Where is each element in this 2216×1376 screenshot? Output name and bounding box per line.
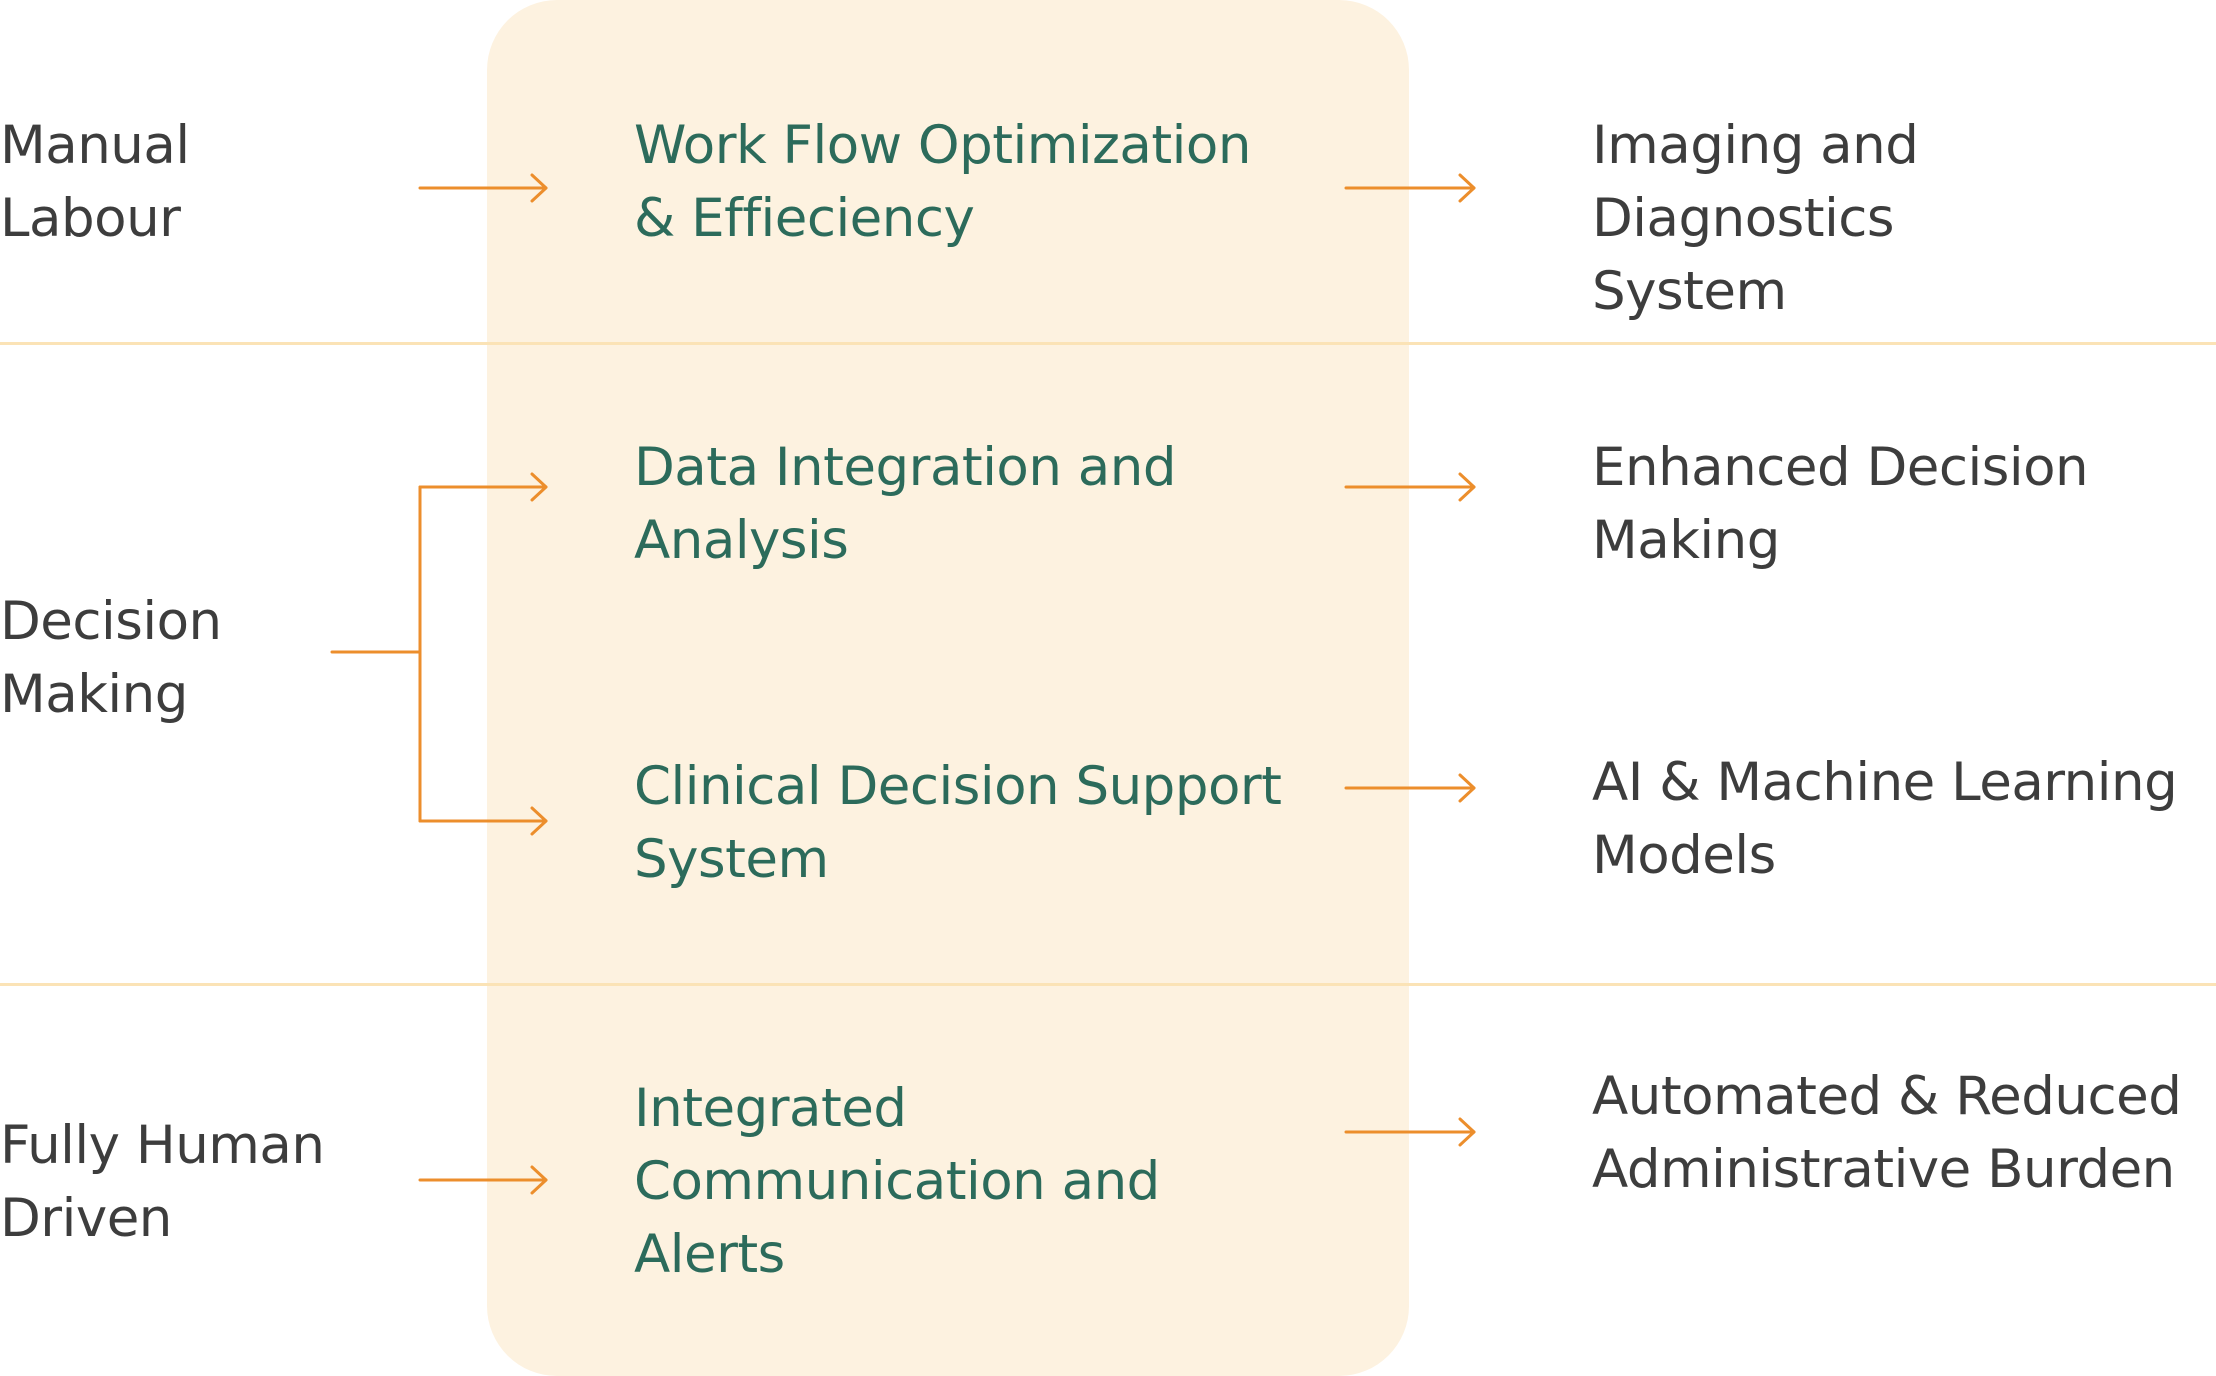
label-fully-human-driven: Fully Human Driven — [0, 1115, 325, 1249]
arrow-workflow-to-imaging — [1344, 173, 1476, 203]
label-manual-labour: Manual Labour — [0, 115, 190, 249]
label-ai-ml-models: AI & Machine Learning Models — [1592, 752, 2178, 886]
arrow-clinical-to-ai — [1344, 773, 1476, 803]
arrow-manual-to-workflow — [418, 173, 548, 203]
bracket-decision — [330, 472, 548, 836]
label-clinical-decision-support: Clinical Decision Support System — [634, 756, 1282, 890]
label-integrated-communication: Integrated Communication and Alerts — [634, 1078, 1160, 1285]
row-divider-2 — [0, 983, 2216, 986]
label-data-integration: Data Integration and Analysis — [634, 437, 1177, 571]
arrow-data-to-enhanced — [1344, 472, 1476, 502]
label-automated-admin: Automated & Reduced Administrative Burde… — [1592, 1066, 2182, 1200]
arrow-communication-to-automated — [1344, 1117, 1476, 1147]
label-enhanced-decision: Enhanced Decision Making — [1592, 437, 2089, 571]
label-imaging-diagnostics: Imaging and Diagnostics System — [1592, 115, 1919, 322]
label-workflow-optimization: Work Flow Optimization & Effieciency — [634, 115, 1251, 249]
highlight-panel — [487, 0, 1409, 1376]
label-decision-making: Decision Making — [0, 591, 222, 725]
row-divider-1 — [0, 342, 2216, 345]
arrow-human-to-communication — [418, 1165, 548, 1195]
